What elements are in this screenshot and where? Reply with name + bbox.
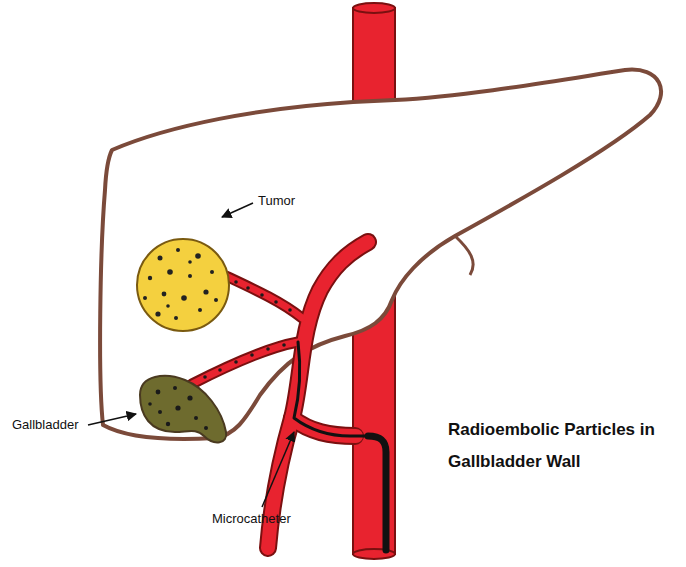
- gallbladder: [140, 376, 226, 443]
- tumor: [137, 239, 229, 331]
- figure-title: Radioembolic Particles in Gallbladder Wa…: [448, 414, 673, 478]
- leader-arrows: [88, 203, 294, 507]
- microcatheter: [294, 342, 386, 550]
- part-label: Gallbladder: [12, 417, 79, 433]
- part-label: Microcatheter: [212, 511, 291, 527]
- part-label: Tumor: [258, 193, 295, 209]
- radioembolic-particles: [203, 280, 292, 379]
- liver-fissure: [455, 236, 473, 275]
